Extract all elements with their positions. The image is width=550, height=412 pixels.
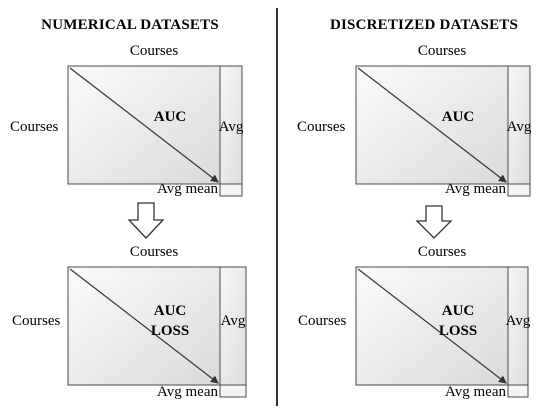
center-metric-label: AUC: [154, 303, 187, 319]
diagonal-arrow: [69, 268, 219, 384]
center-metric-label: LOSS: [439, 323, 477, 339]
header-discretized: DISCRETIZED DATASETS: [330, 17, 518, 33]
left-courses-label: Courses: [298, 313, 346, 329]
avg-mean-cell: [219, 384, 247, 398]
avg-mean-label: Avg mean: [445, 181, 506, 197]
avg-mean-cell: [507, 384, 529, 398]
avg-mean-label: Avg mean: [157, 181, 218, 197]
header-numerical: NUMERICAL DATASETS: [41, 17, 219, 33]
diagonal-arrow: [357, 67, 507, 183]
top-courses-label: Courses: [130, 43, 178, 59]
down-arrow-icon: [127, 202, 165, 239]
avg-label: Avg: [506, 313, 531, 329]
diagonal-arrow: [357, 268, 507, 384]
down-arrow-icon: [415, 205, 453, 239]
center-metric-label: AUC: [442, 109, 475, 125]
top-courses-label: Courses: [130, 244, 178, 260]
center-metric-label: LOSS: [151, 323, 189, 339]
top-courses-label: Courses: [418, 244, 466, 260]
left-courses-label: Courses: [12, 313, 60, 329]
avg-mean-cell: [507, 183, 531, 197]
avg-label: Avg: [221, 313, 246, 329]
center-metric-label: AUC: [442, 303, 475, 319]
avg-mean-label: Avg mean: [157, 384, 218, 400]
top-courses-label: Courses: [418, 43, 466, 59]
diagonal-arrow: [69, 67, 219, 183]
avg-mean-cell: [219, 183, 243, 197]
left-courses-label: Courses: [10, 119, 58, 135]
avg-mean-label: Avg mean: [445, 384, 506, 400]
avg-label: Avg: [507, 119, 532, 135]
left-courses-label: Courses: [297, 119, 345, 135]
center-metric-label: AUC: [154, 109, 187, 125]
avg-label: Avg: [219, 119, 244, 135]
